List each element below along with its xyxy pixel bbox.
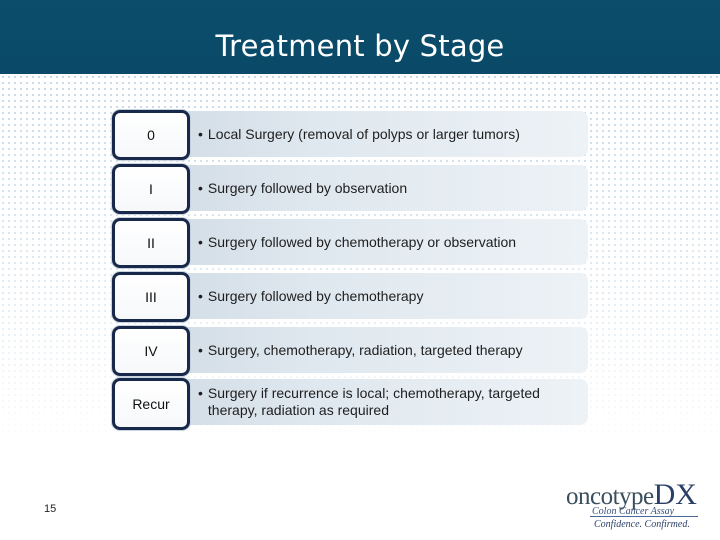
description-text: Surgery followed by observation (207, 179, 408, 196)
title-bar: Treatment by Stage (0, 0, 720, 77)
slide-title: Treatment by Stage (215, 29, 505, 63)
stage-row-II: • Surgery followed by chemotherapy or ob… (110, 218, 590, 268)
logo-tagline: Confidence. Confirmed. (594, 519, 690, 530)
logo-wordmark: oncotypeDX (566, 478, 697, 512)
logo-subtitle: Colon Cancer Assay (592, 506, 675, 517)
description-box (170, 379, 588, 425)
stage-label: Recur (112, 378, 190, 430)
bullet: • (198, 125, 203, 142)
description-box (170, 327, 588, 373)
stage-description: • Surgery followed by chemotherapy (198, 272, 578, 320)
stage-row-I: • Surgery followed by observation I (110, 164, 590, 214)
description-text: Surgery if recurrence is local; chemothe… (207, 385, 540, 418)
description-box (170, 165, 588, 211)
logo-divider (590, 516, 698, 517)
stage-label: II (112, 218, 190, 268)
oncotype-dx-logo: oncotypeDX Colon Cancer Assay Confidence… (562, 470, 712, 534)
stage-row-IV: • Surgery, chemotherapy, radiation, targ… (110, 326, 590, 376)
stage-description: • Surgery followed by chemotherapy or ob… (198, 218, 578, 266)
bullet: • (198, 287, 203, 304)
logo-word: oncotype (566, 483, 654, 510)
stage-description: • Surgery followed by observation (198, 164, 578, 212)
logo-dx: DX (653, 478, 697, 511)
description-text: Local Surgery (removal of polyps or larg… (207, 125, 520, 142)
bullet: • (198, 341, 203, 358)
bullet: • (198, 179, 203, 196)
stage-description: • Surgery if recurrence is local; chemot… (198, 378, 578, 426)
stage-label: IV (112, 326, 190, 376)
stage-row-recur: • Surgery if recurrence is local; chemot… (110, 378, 590, 430)
bullet: • (198, 385, 203, 401)
description-text: Surgery, chemotherapy, radiation, target… (207, 341, 523, 358)
stage-description: • Local Surgery (removal of polyps or la… (198, 110, 578, 158)
stage-row-0: • Local Surgery (removal of polyps or la… (110, 110, 590, 160)
description-box (170, 219, 588, 265)
description-text: Surgery followed by chemotherapy or obse… (207, 233, 517, 250)
bullet: • (198, 233, 203, 250)
stage-description: • Surgery, chemotherapy, radiation, targ… (198, 326, 578, 374)
stage-label: III (112, 272, 190, 322)
stage-row-III: • Surgery followed by chemotherapy III (110, 272, 590, 322)
stage-label: 0 (112, 110, 190, 160)
page-number: 15 (44, 503, 57, 515)
description-box (170, 273, 588, 319)
description-text: Surgery followed by chemotherapy (207, 287, 424, 304)
stage-label: I (112, 164, 190, 214)
description-box (170, 111, 588, 157)
